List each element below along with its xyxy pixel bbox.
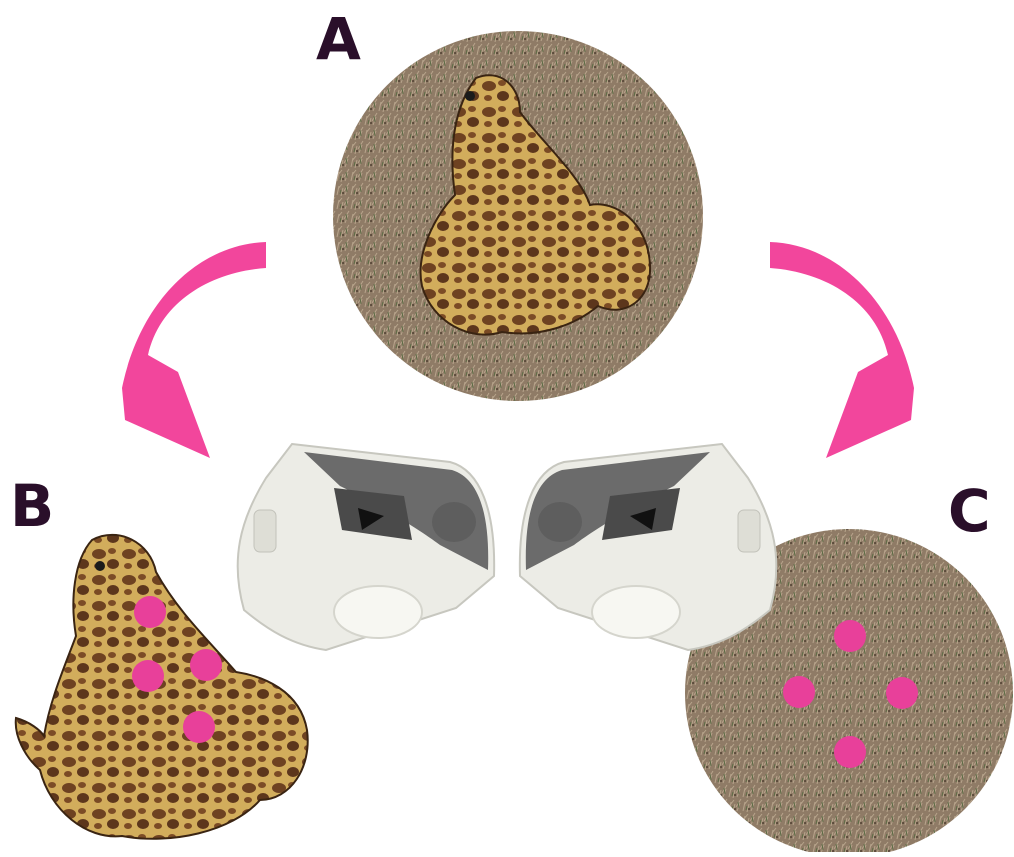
device-right: [520, 444, 777, 650]
arrow-a-to-c: [770, 242, 914, 458]
curved-arrow-icon: [770, 242, 914, 458]
device-left: [238, 444, 495, 650]
pink-dot-marker: [783, 676, 815, 708]
pink-dot-marker: [886, 677, 918, 709]
observation-device-icon: [238, 444, 495, 650]
panel-a-photo: [333, 31, 703, 401]
panel-label-a: A: [316, 10, 361, 68]
panel-label-c: C: [948, 482, 991, 540]
curved-arrow-icon: [122, 242, 266, 458]
pink-dot-marker: [132, 660, 164, 692]
pink-dot-marker: [134, 596, 166, 628]
pink-dot-marker: [190, 649, 222, 681]
arrow-a-to-b: [122, 242, 266, 458]
pink-dot-marker: [183, 711, 215, 743]
pink-dot-marker: [834, 736, 866, 768]
panel-label-b: B: [10, 477, 54, 535]
pink-dot-marker: [834, 620, 866, 652]
observation-device-icon: [520, 444, 777, 650]
